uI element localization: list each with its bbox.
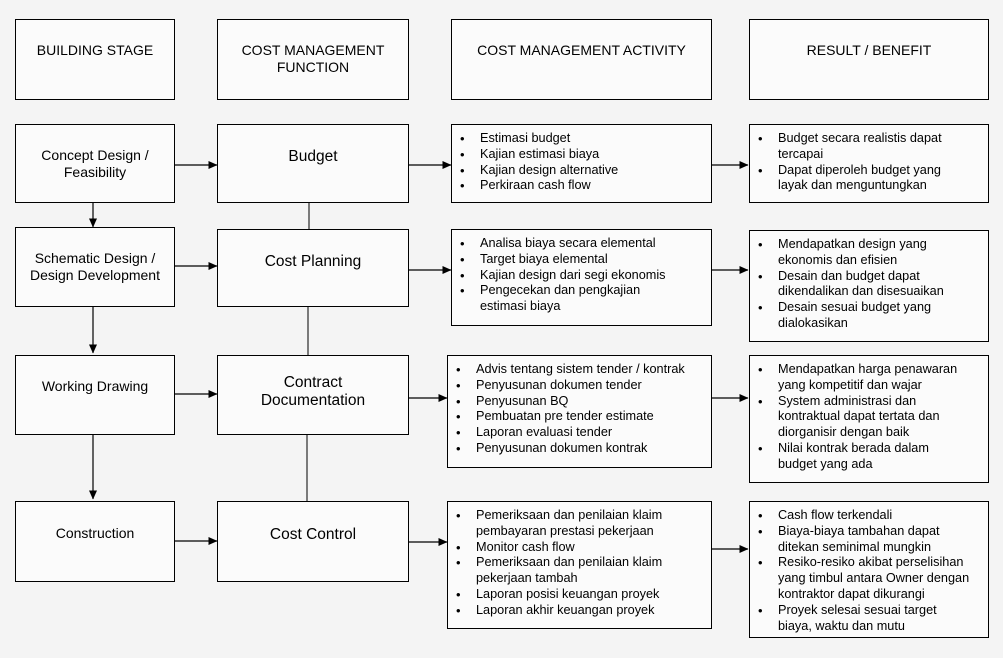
activity-item: Laporan akhir keuangan proyek <box>456 603 705 619</box>
result-item: Cash flow terkendali <box>758 508 982 524</box>
function-label: Contract Documentation <box>260 374 366 409</box>
activity-item: Penyusunan dokumen tender <box>456 378 705 394</box>
activity-item: Laporan evaluasi tender <box>456 425 705 441</box>
stage-box-concept-design: Concept Design / Feasibility <box>15 124 175 203</box>
activity-item: Analisa biaya secara elemental <box>460 236 705 252</box>
function-label: Cost Control <box>269 525 357 543</box>
header-result-label: RESULT / BENEFIT <box>806 42 932 58</box>
header-function-label: COST MANAGEMENT FUNCTION <box>241 42 385 75</box>
result-list: Budget secara realistis dapat tercapai D… <box>758 131 982 194</box>
header-activity: COST MANAGEMENT ACTIVITY <box>451 19 712 100</box>
function-box-cost-control: Cost Control <box>217 501 409 582</box>
result-item: Budget secara realistis dapat tercapai <box>758 131 982 163</box>
activity-list: Estimasi budget Kajian estimasi biaya Ka… <box>460 131 705 194</box>
activity-list: Pemeriksaan dan penilaian klaim pembayar… <box>456 508 705 619</box>
stage-box-working-drawing: Working Drawing <box>15 355 175 435</box>
result-item: Nilai kontrak berada dalam budget yang a… <box>758 441 982 473</box>
result-box-cost-planning: Mendapatkan design yang ekonomis dan efi… <box>749 230 989 342</box>
header-building-stage: BUILDING STAGE <box>15 19 175 100</box>
activity-item: Penyusunan BQ <box>456 394 705 410</box>
result-box-budget: Budget secara realistis dapat tercapai D… <box>749 124 989 203</box>
header-building-stage-label: BUILDING STAGE <box>36 42 154 58</box>
activity-item: Pemeriksaan dan penilaian klaim pembayar… <box>456 508 705 540</box>
activity-item: Kajian design alternative <box>460 163 705 179</box>
activity-item: Kajian design dari segi ekonomis <box>460 268 705 284</box>
stage-box-schematic-design: Schematic Design / Design Development <box>15 227 175 307</box>
result-list: Mendapatkan harga penawaran yang kompeti… <box>758 362 982 473</box>
activity-item: Perkiraan cash flow <box>460 178 705 194</box>
activity-list: Analisa biaya secara elemental Target bi… <box>460 236 705 315</box>
activity-item: Penyusunan dokumen kontrak <box>456 441 705 457</box>
result-item: Biaya-biaya tambahan dapat ditekan semin… <box>758 524 982 556</box>
stage-box-construction: Construction <box>15 501 175 582</box>
function-label: Budget <box>288 147 338 165</box>
activity-item: Estimasi budget <box>460 131 705 147</box>
result-item: Mendapatkan design yang ekonomis dan efi… <box>758 237 982 269</box>
activity-box-cost-planning: Analisa biaya secara elemental Target bi… <box>451 229 712 326</box>
stage-label: Concept Design / Feasibility <box>41 146 149 180</box>
result-box-cost-control: Cash flow terkendali Biaya-biaya tambaha… <box>749 501 989 638</box>
result-item: Desain sesuai budget yang dialokasikan <box>758 300 982 332</box>
activity-item: Kajian estimasi biaya <box>460 147 705 163</box>
activity-box-budget: Estimasi budget Kajian estimasi biaya Ka… <box>451 124 712 203</box>
stage-label: Working Drawing <box>41 377 149 394</box>
activity-item: Pembuatan pre tender estimate <box>456 409 705 425</box>
result-item: System administrasi dan kontraktual dapa… <box>758 394 982 441</box>
result-list: Cash flow terkendali Biaya-biaya tambaha… <box>758 508 982 634</box>
activity-item: Advis tentang sistem tender / kontrak <box>456 362 705 378</box>
activity-item: Monitor cash flow <box>456 540 705 556</box>
result-item: Proyek selesai sesuai target biaya, wakt… <box>758 603 982 635</box>
activity-item: Pemeriksaan dan penilaian klaim pekerjaa… <box>456 555 705 587</box>
activity-item: Target biaya elemental <box>460 252 705 268</box>
result-item: Resiko-resiko akibat perselisihan yang t… <box>758 555 982 602</box>
result-box-contract-documentation: Mendapatkan harga penawaran yang kompeti… <box>749 355 989 483</box>
activity-box-cost-control: Pemeriksaan dan penilaian klaim pembayar… <box>447 501 712 629</box>
activity-list: Advis tentang sistem tender / kontrak Pe… <box>456 362 705 457</box>
stage-label: Construction <box>55 525 135 541</box>
result-item: Dapat diperoleh budget yang layak dan me… <box>758 163 982 195</box>
header-function: COST MANAGEMENT FUNCTION <box>217 19 409 100</box>
header-result: RESULT / BENEFIT <box>749 19 989 100</box>
header-activity-label: COST MANAGEMENT ACTIVITY <box>477 42 686 58</box>
result-item: Desain dan budget dapat dikendalikan dan… <box>758 269 982 301</box>
result-list: Mendapatkan design yang ekonomis dan efi… <box>758 237 982 332</box>
activity-box-contract-documentation: Advis tentang sistem tender / kontrak Pe… <box>447 355 712 468</box>
stage-label: Schematic Design / Design Development <box>30 250 160 283</box>
activity-item: Pengecekan dan pengkajian estimasi biaya <box>460 283 705 315</box>
function-label: Cost Planning <box>264 253 362 270</box>
function-box-budget: Budget <box>217 124 409 203</box>
activity-item: Laporan posisi keuangan proyek <box>456 587 705 603</box>
result-item: Mendapatkan harga penawaran yang kompeti… <box>758 362 982 394</box>
function-box-cost-planning: Cost Planning <box>217 229 409 307</box>
function-box-contract-documentation: Contract Documentation <box>217 355 409 435</box>
